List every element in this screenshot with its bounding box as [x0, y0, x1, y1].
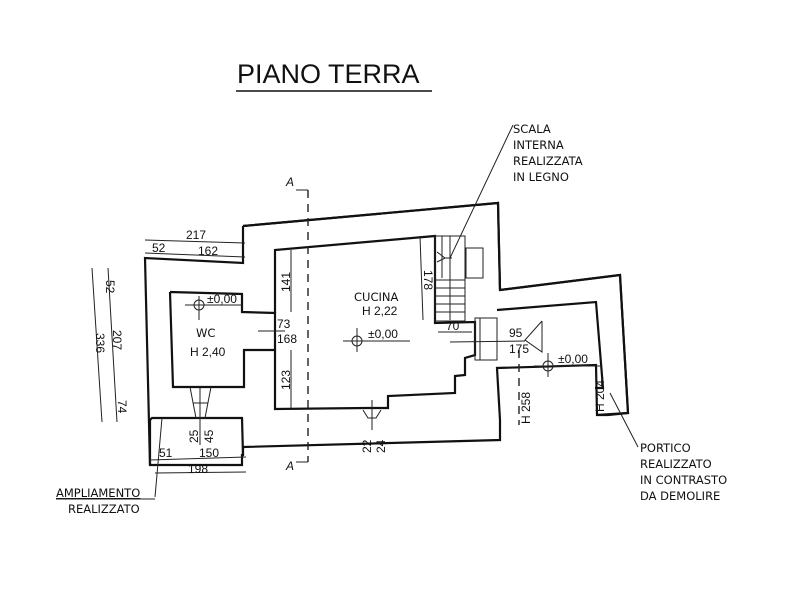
section-label-bottom: A [285, 459, 294, 473]
portico-outer [499, 273, 630, 417]
portico-room-height: H 204 [593, 380, 607, 412]
top-dimensions: 217 52 162 [144, 228, 246, 258]
ampliamento-leader [154, 417, 163, 498]
svg-text:REALIZZATA: REALIZZATA [513, 154, 583, 168]
svg-text:PORTICO: PORTICO [640, 441, 691, 455]
left-dimensions: 52 207 336 74 [91, 267, 129, 423]
kitchen-wall [273, 234, 477, 411]
svg-text:REALIZZATO: REALIZZATO [68, 502, 140, 516]
kitchen-wall-dimensions: 141 73 168 123 [258, 250, 297, 408]
svg-text:IN CONTRASTO: IN CONTRASTO [640, 473, 727, 487]
ampliamento-annotation: AMPLIAMENTO REALIZZATO [56, 486, 155, 516]
portico-level: ±0,00 [558, 352, 588, 366]
svg-text:SCALA: SCALA [513, 122, 551, 136]
portico-level-marker: ±0,00 [534, 352, 600, 377]
kitchen-room-height: H 2,22 [362, 304, 398, 318]
dim-51: 51 [159, 446, 173, 460]
svg-text:DA DEMOLIRE: DA DEMOLIRE [640, 489, 720, 503]
bottom-dimensions: 51 150 198 [149, 446, 247, 476]
portico-leader [609, 392, 639, 448]
dim-198: 198 [188, 462, 208, 476]
dim-207: 207 [110, 330, 124, 350]
dim-336: 336 [93, 333, 107, 353]
section-label-top: A [285, 175, 294, 189]
dim-70: 70 [446, 319, 460, 333]
dim-74: 74 [115, 400, 129, 414]
kitchen-window [362, 400, 382, 430]
dim-150: 150 [199, 446, 219, 460]
portico-window: 95 175 [449, 320, 543, 356]
staircase [434, 235, 484, 322]
svg-text:IN LEGNO: IN LEGNO [513, 170, 569, 184]
wc-wall [168, 290, 277, 389]
stair-dimensions: 178 70 [419, 235, 472, 333]
scala-annotation: SCALA INTERNA REALIZZATA IN LEGNO [513, 122, 583, 184]
portico-wall [496, 300, 605, 390]
kitchen-room-name: CUCINA [354, 290, 398, 304]
dim-95: 95 [509, 326, 523, 340]
wc-window [189, 386, 212, 445]
section-line-a: A A [285, 175, 309, 473]
portico-annotation: PORTICO REALIZZATO IN CONTRASTO DA DEMOL… [640, 441, 727, 503]
dim-178: 178 [421, 270, 435, 290]
dim-22: 22 [360, 439, 374, 453]
wc-level-marker: ±0,00 [185, 292, 242, 320]
portico-door [474, 317, 498, 361]
dim-45: 45 [202, 429, 216, 443]
dim-73: 73 [277, 317, 291, 331]
kitchen-level: ±0,00 [368, 327, 398, 341]
wc-room-height: H 2,40 [190, 345, 226, 359]
dim-52-top: 52 [152, 241, 166, 255]
svg-text:REALIZZATO: REALIZZATO [640, 457, 712, 471]
wing-outer-wall [148, 416, 245, 465]
svg-text:INTERNA: INTERNA [513, 138, 564, 152]
dim-175: 175 [509, 342, 529, 356]
dim-141: 141 [279, 272, 293, 292]
wc-level: ±0,00 [207, 292, 237, 306]
dim-123: 123 [279, 370, 293, 390]
dim-162: 162 [198, 244, 218, 258]
dim-24: 24 [374, 439, 388, 453]
plan-title: PIANO TERRA [237, 59, 420, 89]
dim-217: 217 [186, 228, 206, 242]
dim-168: 168 [277, 332, 297, 346]
dim-52-left: 52 [103, 280, 117, 294]
dim-25: 25 [187, 429, 201, 443]
outer-wall-top [242, 201, 502, 291]
scala-leader [449, 124, 514, 259]
wc-room-name: WC [196, 326, 215, 340]
h258-label: H 258 [519, 392, 533, 424]
svg-text:AMPLIAMENTO: AMPLIAMENTO [56, 486, 140, 500]
kitchen-level-marker: ±0,00 [343, 327, 410, 352]
